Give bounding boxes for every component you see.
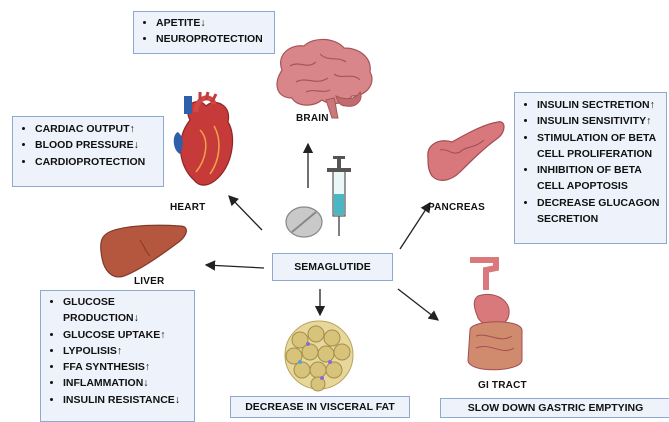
gi-tract-illustration bbox=[468, 260, 522, 370]
arrow-to-heart bbox=[229, 196, 262, 230]
liver-effect: GLUCOSE UPTAKE↑ bbox=[63, 327, 190, 343]
gi-effect-box: SLOW DOWN GASTRIC EMPTYING bbox=[440, 398, 669, 418]
liver-effect: FFA SYNTHESIS↑ bbox=[63, 359, 190, 375]
liver-effect: LYPOLISIS↑ bbox=[63, 343, 190, 359]
pancreas-effects-box: INSULIN SECTRETION↑ INSULIN SENSITIVITY↑… bbox=[514, 92, 667, 244]
heart-effect: CARDIOPROTECTION bbox=[35, 154, 159, 170]
heart-label: HEART bbox=[170, 202, 205, 213]
arrow-to-liver bbox=[206, 265, 264, 268]
liver-effect: INFLAMMATION↓ bbox=[63, 375, 190, 391]
gi-tract-label: GI TRACT bbox=[478, 380, 527, 391]
fat-effect: DECREASE IN VISCERAL FAT bbox=[245, 401, 395, 413]
pancreas-effect: STIMULATION OF BETA CELL PROLIFERATION bbox=[537, 130, 662, 163]
syringe-illustration bbox=[327, 156, 351, 236]
brain-effect: NEUROPROTECTION bbox=[156, 31, 270, 47]
semaglutide-label: SEMAGLUTIDE bbox=[294, 261, 370, 273]
pancreas-label: PANCREAS bbox=[428, 202, 485, 213]
heart-illustration bbox=[174, 92, 233, 185]
liver-effects-box: GLUCOSE PRODUCTION↓ GLUCOSE UPTAKE↑ LYPO… bbox=[40, 290, 195, 422]
brain-illustration bbox=[277, 39, 372, 118]
brain-label: BRAIN bbox=[296, 113, 329, 124]
gi-effect: SLOW DOWN GASTRIC EMPTYING bbox=[468, 402, 644, 414]
heart-effect: BLOOD PRESSURE↓ bbox=[35, 137, 159, 153]
liver-effect: GLUCOSE PRODUCTION↓ bbox=[63, 294, 190, 327]
semaglutide-box: SEMAGLUTIDE bbox=[272, 253, 393, 281]
brain-effect: APETITE↓ bbox=[156, 15, 270, 31]
pancreas-effect: INHIBITION OF BETA CELL APOPTOSIS bbox=[537, 162, 662, 195]
pancreas-illustration bbox=[428, 122, 504, 181]
liver-effect: INSULIN RESISTANCE↓ bbox=[63, 392, 190, 408]
arrow-to-pancreas bbox=[400, 203, 430, 249]
pancreas-effect: INSULIN SENSITIVITY↑ bbox=[537, 113, 662, 129]
brain-effects-box: APETITE↓ NEUROPROTECTION bbox=[133, 11, 275, 54]
heart-effect: CARDIAC OUTPUT↑ bbox=[35, 121, 159, 137]
fat-effect-box: DECREASE IN VISCERAL FAT bbox=[230, 396, 410, 418]
liver-illustration bbox=[101, 225, 187, 277]
pill-illustration bbox=[286, 207, 322, 237]
fat-cells-illustration bbox=[285, 321, 353, 391]
pancreas-effect: DECREASE GLUCAGON SECRETION bbox=[537, 195, 662, 228]
liver-label: LIVER bbox=[134, 276, 164, 287]
pancreas-effect: INSULIN SECTRETION↑ bbox=[537, 97, 662, 113]
arrow-to-gi bbox=[398, 289, 438, 320]
heart-effects-box: CARDIAC OUTPUT↑ BLOOD PRESSURE↓ CARDIOPR… bbox=[12, 116, 164, 187]
